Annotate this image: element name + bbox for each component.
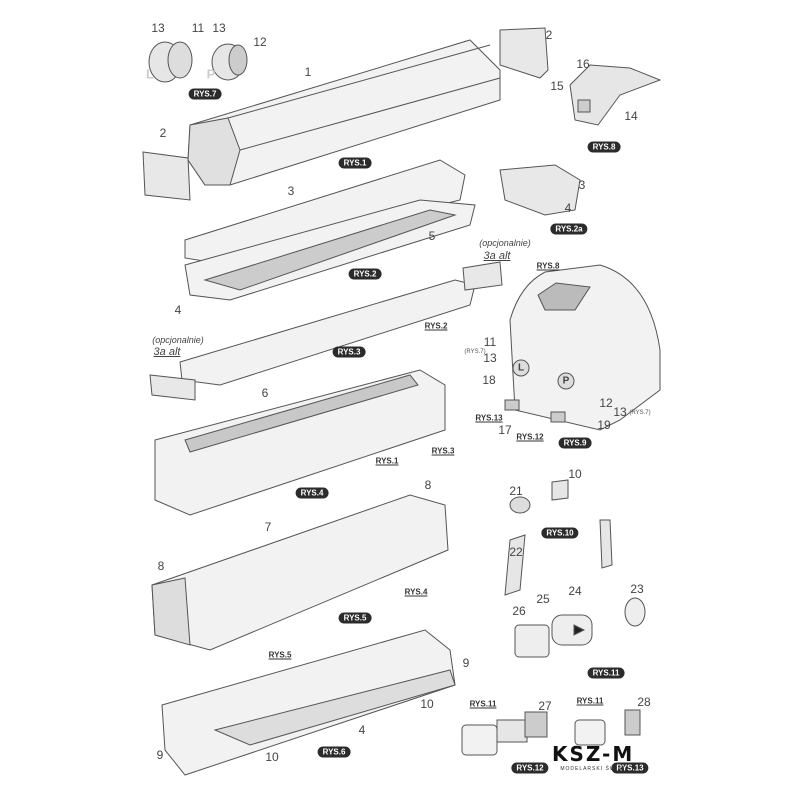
part-label-6: 6 — [261, 386, 269, 400]
figure-badge-rys1: RYS.1 — [338, 157, 372, 169]
part-label-28: 28 — [637, 695, 651, 709]
right-marker: P — [206, 66, 216, 82]
figure-ref: RYS.2 — [424, 321, 448, 331]
figure-badge-rys13: RYS.13 — [611, 762, 649, 774]
rys6-drawing — [161, 629, 456, 776]
part-label-10: 10 — [265, 750, 279, 764]
part-label-8: 8 — [424, 478, 432, 492]
figure-ref: RYS.11 — [576, 696, 604, 706]
part-label-11: 11 — [483, 335, 497, 349]
figure-ref-small: (RYS.7) — [629, 410, 651, 416]
part-label-4: 4 — [564, 201, 572, 215]
figure-ref: RYS.13 — [475, 413, 503, 423]
figure-badge-rys3: RYS.3 — [332, 346, 366, 358]
part-label-27: 27 — [538, 699, 552, 713]
figure-ref: RYS.8 — [536, 261, 560, 271]
rys11-drawing — [514, 597, 646, 658]
figure-badge-rys8: RYS.8 — [587, 141, 621, 153]
logo-text: KSZ-M — [552, 742, 635, 766]
figure-ref: RYS.1 — [375, 456, 399, 466]
figure-badge-rys2: RYS.2 — [348, 268, 382, 280]
figure-ref: RYS.3 — [431, 446, 455, 456]
rys3-drawing — [149, 261, 503, 401]
part-label-13: 13 — [151, 21, 165, 35]
part-label-3: 3 — [287, 184, 295, 198]
figure-badge-rys5: RYS.5 — [338, 612, 372, 624]
part-label-13: 13 — [613, 405, 627, 419]
part-label-2: 2 — [545, 28, 553, 42]
left-marker: L — [517, 362, 525, 374]
part-label-2: 2 — [159, 126, 167, 140]
part-label-16: 16 — [576, 57, 590, 71]
part-label-5: 5 — [428, 229, 436, 243]
figure-badge-rys12: RYS.12 — [511, 762, 549, 774]
rys8-drawing — [569, 64, 662, 126]
part-label-12: 12 — [599, 396, 613, 410]
figure-ref: RYS.4 — [404, 587, 428, 597]
rys9-drawing — [504, 264, 661, 431]
part-label-21: 21 — [509, 484, 523, 498]
part-label-4: 4 — [174, 303, 182, 317]
alt-part-label: 3a alt — [483, 250, 511, 262]
part-label-13: 13 — [483, 351, 497, 365]
part-label-19: 19 — [597, 418, 611, 432]
figure-badge-rys10: RYS.10 — [541, 527, 579, 539]
right-marker: P — [562, 375, 570, 387]
rys2a-drawing — [499, 164, 581, 216]
figure-badge-rys9: RYS.9 — [558, 437, 592, 449]
part-label-9: 9 — [156, 748, 164, 762]
part-label-18: 18 — [482, 373, 496, 387]
part-label-13: 13 — [212, 21, 226, 35]
rys2-drawing — [184, 159, 476, 301]
alt-part-label: 3a alt — [153, 346, 181, 358]
part-label-14: 14 — [624, 109, 638, 123]
figure-badge-rys4: RYS.4 — [295, 487, 329, 499]
part-label-26: 26 — [512, 604, 526, 618]
part-label-1: 1 — [304, 65, 312, 79]
part-label-25: 25 — [536, 592, 550, 606]
figure-badge-rys7: RYS.7 — [188, 88, 222, 100]
part-label-10: 10 — [568, 467, 582, 481]
part-label-15: 15 — [550, 79, 564, 93]
part-label-17: 17 — [498, 423, 512, 437]
part-label-11: 11 — [191, 21, 205, 35]
figure-ref: RYS.5 — [268, 650, 292, 660]
figure-badge-rys6: RYS.6 — [317, 746, 351, 758]
figure-badge-rys11: RYS.11 — [587, 667, 625, 679]
rys12-13-drawing — [461, 709, 641, 756]
figure-ref: RYS.12 — [516, 432, 544, 442]
logo-subtitle: MODELARSKI ŚWIAT — [560, 766, 626, 772]
optional-note: (opcjonalnie) — [479, 238, 531, 248]
rys10-drawing — [504, 479, 613, 596]
optional-note: (opcjonalnie) — [152, 335, 204, 345]
part-label-3: 3 — [578, 178, 586, 192]
left-marker: L — [146, 66, 154, 82]
part-label-8: 8 — [157, 559, 165, 573]
part-label-22: 22 — [509, 545, 523, 559]
brand-logo: KSZ-M MODELARSKI ŚWIAT — [552, 742, 634, 772]
figure-ref-small: (RYS.7) — [464, 349, 486, 355]
part-label-4: 4 — [358, 723, 366, 737]
part-label-23: 23 — [630, 582, 644, 596]
part-label-24: 24 — [568, 584, 582, 598]
part-label-12: 12 — [253, 35, 267, 49]
figure-badge-rys2a: RYS.2a — [550, 223, 588, 235]
rys1-tube-drawing — [142, 27, 549, 201]
part-label-10: 10 — [420, 697, 434, 711]
rys4-drawing — [154, 369, 446, 516]
rys7-caps-drawing — [148, 41, 248, 83]
part-label-7: 7 — [264, 520, 272, 534]
rys5-drawing — [151, 494, 449, 651]
part-label-9: 9 — [462, 656, 470, 670]
figure-ref: RYS.11 — [469, 699, 497, 709]
